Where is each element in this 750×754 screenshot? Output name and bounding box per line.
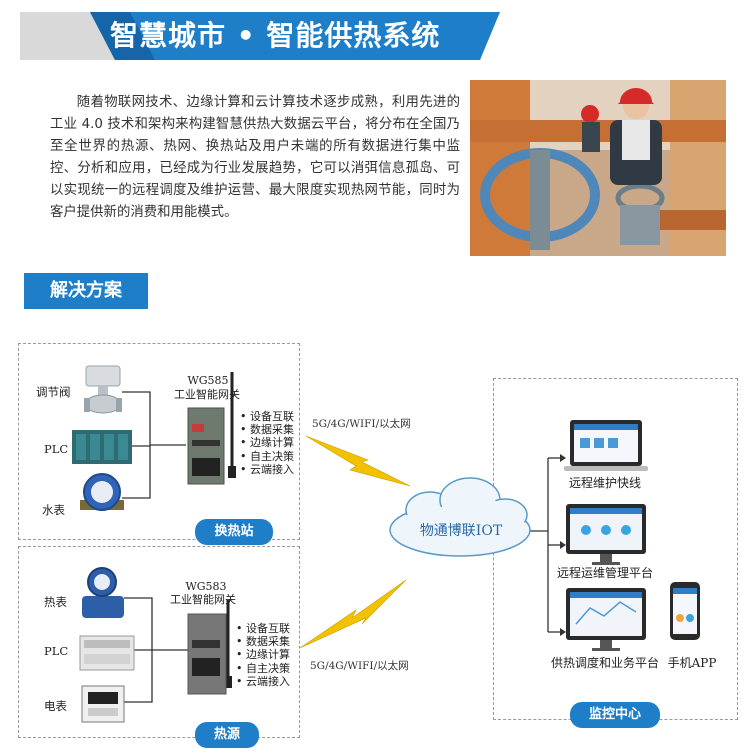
feature-item: • 边缘计算 (240, 436, 294, 450)
intro-paragraph: 随着物联网技术、边缘计算和云计算技术逐步成熟，利用先进的工业 4.0 技术和架构… (50, 95, 460, 220)
feature-item: • 设备互联 (236, 622, 290, 635)
device-label-valve: 调节阀 (36, 385, 71, 399)
feature-item: • 云端接入 (236, 674, 290, 688)
network-label-top: 5G/4G/WIFI/以太网 (312, 418, 411, 430)
gateway-model: WG583 (185, 580, 227, 593)
source-connectors (124, 597, 188, 703)
device-label-electric-meter: 电表 (44, 699, 67, 713)
heat-meter-icon (82, 567, 124, 618)
source-label: 热源 (195, 722, 259, 748)
monitor-item-label: 远程维护快线 (568, 476, 641, 490)
valve-icon (84, 365, 122, 414)
phone-icon (670, 582, 700, 640)
gateway-model: WG585 (187, 374, 229, 387)
station-label: 换热站 (195, 519, 273, 545)
page-title: 智慧城市 • 智能供热系统 (110, 19, 441, 52)
feature-item: • 边缘计算 (236, 648, 290, 662)
plc-source-icon (79, 635, 135, 671)
station-connectors (122, 391, 186, 499)
laptop-icon (564, 420, 648, 471)
plc-icon (72, 430, 132, 464)
feature-item: • 数据采集 (240, 423, 294, 437)
title-banner (20, 12, 500, 60)
gateway-wg585-icon (187, 372, 236, 485)
station-features: • 设备互联 • 数据采集 • 边缘计算 • 自主决策 • 云端接入 (240, 410, 300, 476)
monitor-item-label: 远程运维管理平台 (556, 566, 653, 580)
device-label-plc: PLC (44, 442, 69, 456)
station-box (18, 343, 300, 540)
worker-photo (470, 80, 726, 256)
device-label-water-meter: 水表 (42, 503, 65, 517)
monitor-icon (566, 588, 646, 651)
gateway-name: 工业智能网关 (174, 388, 240, 401)
feature-item: • 自主决策 (236, 661, 290, 675)
monitor-item-label: 手机APP (667, 656, 717, 670)
device-label-plc: PLC (44, 644, 69, 658)
gateway-wg583-icon (187, 600, 232, 695)
network-label-bottom: 5G/4G/WIFI/以太网 (310, 660, 409, 672)
cloud-icon (389, 477, 531, 557)
source-features: • 设备互联 • 数据采集 • 边缘计算 • 自主决策 • 云端接入 (236, 622, 298, 688)
lightning-top-icon (305, 435, 411, 487)
monitor-icon (566, 504, 646, 565)
feature-item: • 数据采集 (236, 635, 290, 649)
electric-meter-icon (81, 685, 125, 723)
device-label-heat-meter: 热表 (44, 595, 67, 609)
water-meter-icon (80, 473, 124, 511)
monitor-center-label: 监控中心 (570, 702, 660, 728)
feature-item: • 自主决策 (240, 449, 294, 463)
feature-item: • 云端接入 (240, 462, 294, 476)
cloud-label: 物通博联IOT (419, 523, 503, 539)
feature-item: • 设备互联 (240, 410, 294, 423)
section-heading: 解决方案 (50, 280, 122, 301)
monitor-item-label: 供热调度和业务平台 (550, 656, 659, 670)
monitor-connectors (529, 454, 566, 636)
source-box (18, 546, 300, 738)
section-heading-bg (24, 273, 148, 309)
gateway-name: 工业智能网关 (170, 593, 236, 606)
lightning-bottom-icon (299, 579, 407, 649)
